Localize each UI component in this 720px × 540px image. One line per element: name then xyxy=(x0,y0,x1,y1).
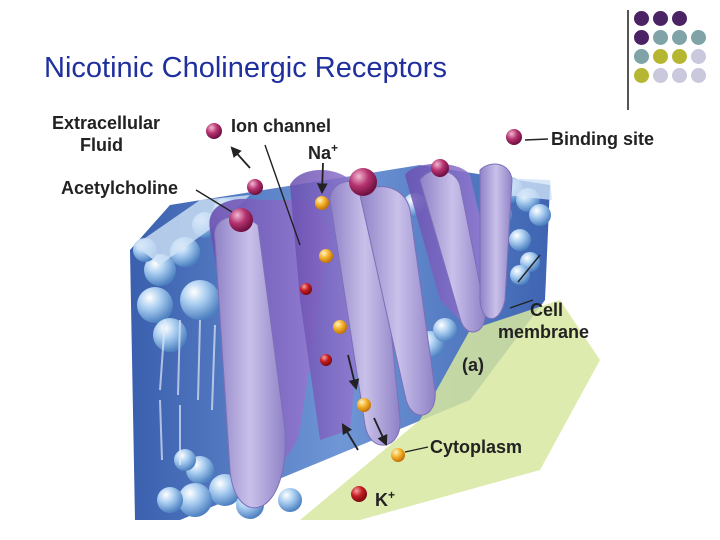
sodium-label: Na+ xyxy=(308,141,339,163)
decorative-dot xyxy=(634,30,649,45)
potassium-charge: + xyxy=(388,488,396,502)
decorative-dot xyxy=(653,11,668,26)
membrane-label: membrane xyxy=(498,322,590,342)
acetylcholine-molecules xyxy=(206,123,522,232)
decorative-dot xyxy=(672,68,687,83)
decorative-dot xyxy=(653,30,668,45)
cell-label: Cell xyxy=(530,300,564,320)
decorative-dot xyxy=(691,49,706,64)
sodium-ions xyxy=(315,196,405,462)
decorative-dot xyxy=(672,49,687,64)
decorative-dot xyxy=(634,11,649,26)
leader-lines xyxy=(195,138,549,453)
decorative-dot xyxy=(653,68,668,83)
decorative-dot xyxy=(634,49,649,64)
decorative-dot xyxy=(634,68,649,83)
receptor-protein xyxy=(209,163,513,509)
potassium-ions xyxy=(300,283,367,502)
decorative-dot xyxy=(672,30,687,45)
decorative-dot xyxy=(672,11,687,26)
sodium-charge: + xyxy=(331,141,339,155)
potassium-label: K+ xyxy=(375,488,396,510)
acetylcholine-label: Acetylcholine xyxy=(61,178,179,198)
fluid-label: Fluid xyxy=(80,135,123,155)
extracellular-label: Extracellular xyxy=(52,113,161,133)
panel-label: (a) xyxy=(462,355,484,375)
ion-channel-label: Ion channel xyxy=(231,116,332,136)
slide-title: Nicotinic Cholinergic Receptors xyxy=(44,52,447,84)
decorative-dot xyxy=(691,68,706,83)
binding-site-label: Binding site xyxy=(551,129,654,149)
decorative-divider xyxy=(627,10,629,110)
cytoplasm-label: Cytoplasm xyxy=(430,437,523,457)
decorative-dot xyxy=(691,30,706,45)
ion-flow-arrows xyxy=(230,146,388,451)
decorative-dot xyxy=(653,49,668,64)
